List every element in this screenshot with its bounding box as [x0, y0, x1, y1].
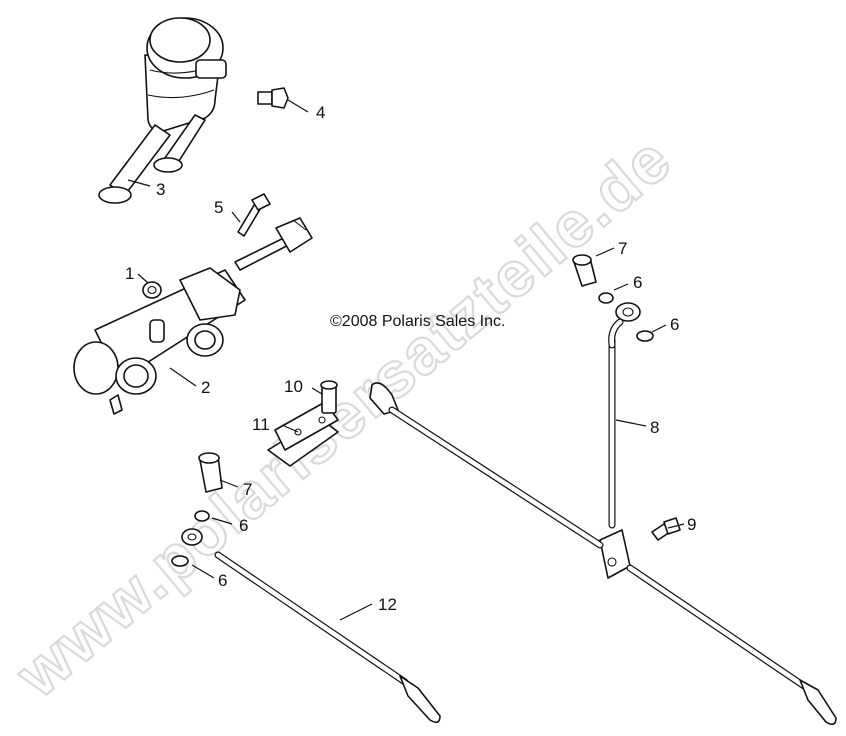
callout-1: 1	[125, 264, 134, 283]
banjo-bolt-7-lower	[198, 452, 223, 493]
callout-9: 9	[687, 515, 696, 534]
callout-5: 5	[214, 198, 223, 217]
callout-10: 10	[284, 377, 303, 396]
banjo-bolt-7-upper	[572, 254, 597, 287]
leader-lines	[127, 99, 685, 621]
callout-6-a: 6	[633, 273, 642, 292]
callout-12: 12	[378, 595, 397, 614]
callout-11: 11	[252, 415, 270, 434]
washers-6	[171, 292, 654, 567]
brake-line-8	[608, 302, 641, 529]
brake-line-main	[369, 382, 837, 726]
callout-8: 8	[650, 418, 659, 437]
brake-line-12	[181, 528, 441, 724]
watermark-text: www.polarisersatzteile.de	[2, 122, 685, 711]
copyright-text: ©2008 Polaris Sales Inc.	[330, 313, 505, 330]
callout-7-lower: 7	[243, 480, 252, 499]
callout-3: 3	[156, 180, 165, 199]
callouts: 4 3 5 1 2 10 11 7 6 6 7 6 6 8 9 12	[125, 103, 696, 614]
callout-4: 4	[316, 103, 325, 122]
callout-6-d: 6	[218, 571, 227, 590]
clamp-11	[267, 401, 339, 467]
bolt-4	[257, 87, 289, 109]
callout-7-upper: 7	[618, 239, 627, 258]
callout-6-b: 6	[670, 315, 679, 334]
reservoir	[98, 17, 227, 204]
bolt-9	[651, 517, 681, 541]
bolt-10	[320, 380, 338, 414]
nut-1	[142, 281, 162, 299]
master-cylinder	[73, 217, 313, 415]
callout-2: 2	[201, 378, 210, 397]
tee-junction	[599, 529, 631, 579]
bolt-5	[237, 193, 271, 237]
callout-6-c: 6	[239, 516, 248, 535]
